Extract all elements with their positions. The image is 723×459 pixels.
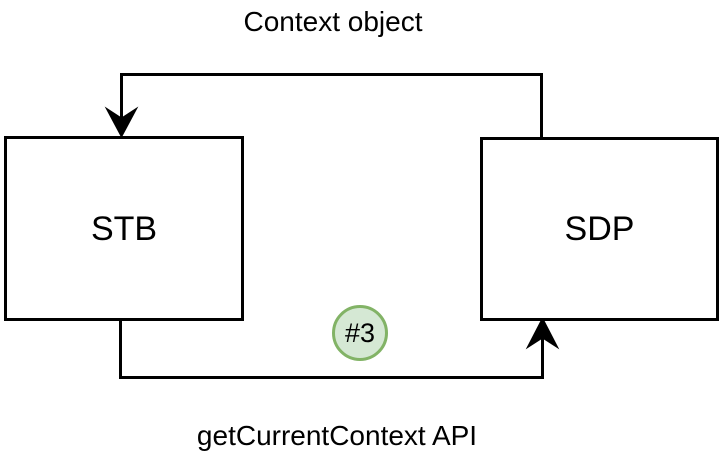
step-badge-3-label: #3 (344, 317, 376, 348)
edge-label-context-object: Context object (243, 6, 423, 37)
node-stb-label: STB (90, 209, 158, 248)
edge-label-getcurrentcontext-api: getCurrentContext API (196, 420, 478, 451)
node-sdp-label: SDP (564, 210, 635, 248)
node-stb[interactable]: STB (4, 136, 244, 321)
step-badge-3[interactable]: #3 (332, 305, 388, 361)
edge-context-object-arrowhead-icon (104, 106, 139, 139)
edge-getcurrentcontext-api (119, 316, 560, 379)
edge-getcurrentcontext-api-path (119, 320, 544, 379)
node-sdp[interactable]: SDP (480, 137, 719, 321)
edge-context-object-path (120, 73, 543, 137)
edge-context-object (104, 73, 543, 139)
edge-getcurrentcontext-api-arrowhead-icon (525, 316, 560, 350)
